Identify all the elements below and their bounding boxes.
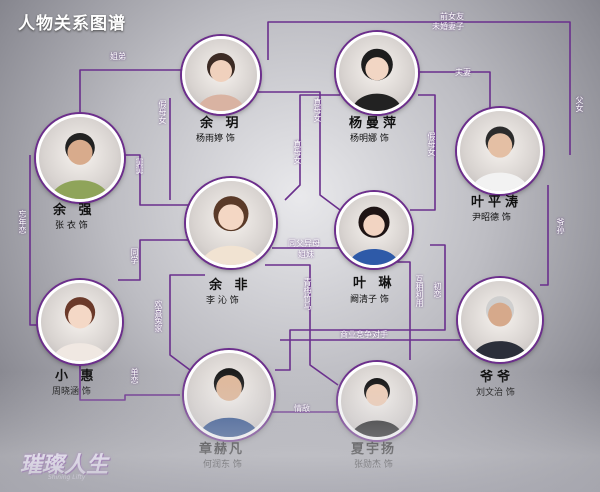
relation-label: 假母女 — [158, 100, 167, 124]
relation-label: 父女 — [575, 96, 584, 112]
page-title: 人物关系图谱 — [18, 14, 126, 34]
person-silhouette-icon — [51, 297, 109, 361]
relation-label: 假母女 — [427, 132, 436, 156]
actor-name: 杨明娜 饰 — [350, 134, 389, 144]
line-qiannvyou — [267, 21, 571, 155]
character-name: 叶平涛 — [471, 195, 523, 210]
relation-label: 真母女 — [313, 98, 322, 122]
character-name: 小 惠 — [55, 369, 98, 384]
relation-label: 同学 — [130, 248, 139, 264]
relation-label: 初恋 — [433, 282, 442, 298]
portrait-xiao-hui — [38, 280, 122, 364]
relation-label: 未婚妻子 — [432, 22, 464, 31]
relation-label: 互相利用 — [415, 275, 424, 307]
line-yesun — [540, 185, 549, 286]
actor-name: 杨雨婷 饰 — [196, 134, 235, 144]
portrait-zhang-hefan — [184, 350, 274, 440]
line-jiamunv2 — [410, 94, 436, 211]
line-fuqi — [412, 71, 491, 110]
line-zhenmunv — [255, 91, 341, 211]
show-logo: 璀璨人生 — [20, 452, 109, 478]
line-tongxue — [118, 239, 190, 281]
portrait-yang-yanping — [336, 32, 418, 114]
actor-name: 周晓涵 饰 — [52, 387, 91, 397]
portrait-xia-yuyang — [338, 362, 416, 440]
actor-name: 何润东 饰 — [203, 460, 242, 470]
person-silhouette-icon — [200, 196, 262, 265]
actor-name: 张 衣 饰 — [55, 221, 88, 231]
portrait-yu-ming — [182, 36, 260, 114]
relation-label: 舅舅 — [135, 158, 144, 174]
actor-name: 阚清子 饰 — [350, 295, 389, 305]
actor-name: 尹昭德 饰 — [472, 213, 511, 223]
person-silhouette-icon — [351, 378, 403, 437]
portrait-yu-qiang — [36, 114, 124, 202]
line-jiujiu — [118, 154, 190, 206]
show-logo-subtitle: Shining Lifty — [48, 474, 86, 481]
person-silhouette-icon — [471, 296, 529, 359]
person-silhouette-icon — [348, 206, 400, 265]
person-silhouette-icon — [197, 53, 245, 111]
line-zhenmunv2 — [284, 94, 340, 201]
line-jiedi — [79, 69, 190, 120]
relation-label: 青梅竹马 — [303, 278, 312, 310]
portrait-yu-fei — [186, 178, 276, 268]
relation-label: 单恋 — [130, 368, 139, 384]
relation-label: 姐妹 — [298, 250, 314, 259]
line-huxiang — [388, 261, 411, 360]
person-silhouette-icon — [198, 368, 260, 437]
actor-name: 李 沁 饰 — [206, 296, 239, 306]
character-name: 爷爷 — [480, 370, 515, 385]
actor-name: 刘文治 饰 — [476, 388, 515, 398]
portrait-ye-lin — [336, 192, 412, 268]
character-name: 余 强 — [53, 203, 96, 218]
relation-label: 商业竞争对手 — [340, 330, 388, 339]
relation-label: 同父异母 — [288, 239, 320, 248]
relation-label: 欢喜冤家 — [154, 300, 163, 332]
line-qingmei — [265, 264, 339, 386]
relation-label: 夫妻 — [455, 68, 471, 77]
relation-label: 真母女 — [293, 140, 302, 164]
line-danlian — [79, 360, 180, 401]
actor-name: 张勋杰 饰 — [354, 460, 393, 470]
relation-label: 前女友 — [440, 12, 464, 21]
person-silhouette-icon — [351, 48, 403, 111]
portrait-ye-pingtao — [457, 108, 543, 194]
character-name: 夏宇扬 — [351, 442, 397, 457]
character-name: 叶 琳 — [353, 276, 396, 291]
relation-label: 姐弟 — [110, 52, 126, 61]
relation-label: 爷孙 — [556, 218, 565, 234]
character-name: 章赫凡 — [199, 442, 245, 457]
line-huanxi — [169, 274, 205, 371]
relation-label: 忘年恋 — [18, 210, 27, 234]
relation-label: 情敌 — [294, 404, 310, 413]
person-silhouette-icon — [50, 132, 110, 199]
character-name: 余 玥 — [200, 116, 243, 131]
portrait-yeye — [458, 278, 542, 362]
character-name: 余 非 — [209, 278, 252, 293]
line-chulian — [275, 244, 446, 371]
character-name: 杨曼萍 — [349, 116, 401, 131]
person-silhouette-icon — [471, 126, 529, 191]
